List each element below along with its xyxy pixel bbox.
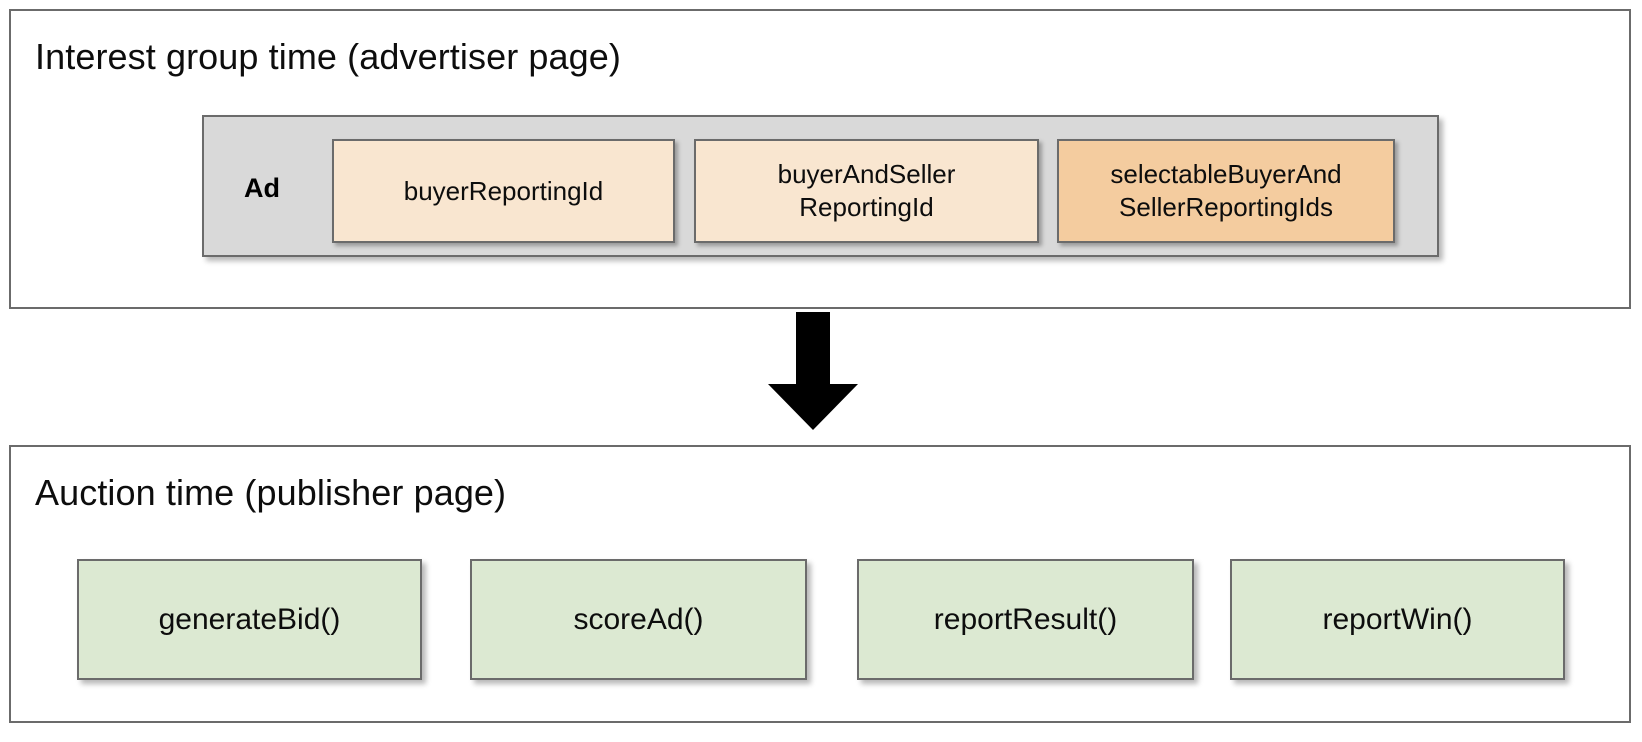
ad-group-container: Ad buyerReportingId buyerAndSeller Repor… xyxy=(202,115,1439,257)
chip-selectable-buyer-and-seller-reporting-ids[interactable]: selectableBuyerAnd SellerReportingIds xyxy=(1057,139,1395,243)
chip-line-2: SellerReportingIds xyxy=(1119,192,1333,222)
chip-buyer-reporting-id-label: buyerReportingId xyxy=(403,175,604,206)
ad-label: Ad xyxy=(244,173,280,203)
chip-buyer-and-seller-reporting-id[interactable]: buyerAndSeller ReportingId xyxy=(694,139,1039,243)
function-box-label: reportWin() xyxy=(1322,602,1473,636)
function-box-label: reportResult() xyxy=(933,602,1118,636)
arrow-down-icon xyxy=(768,312,858,430)
chip-line-1: selectableBuyerAnd xyxy=(1110,159,1342,189)
chip-buyer-and-seller-reporting-id-label: buyerAndSeller ReportingId xyxy=(778,158,956,224)
section-auction-time: Auction time (publisher page) generateBi… xyxy=(9,445,1631,723)
chip-buyer-reporting-id[interactable]: buyerReportingId xyxy=(332,139,675,243)
function-box-label: generateBid() xyxy=(158,602,341,636)
function-box-score-ad[interactable]: scoreAd() xyxy=(470,559,807,680)
function-box-report-win[interactable]: reportWin() xyxy=(1230,559,1565,680)
function-box-label: scoreAd() xyxy=(573,602,704,636)
section-title-auction-time: Auction time (publisher page) xyxy=(35,472,507,513)
chip-selectable-buyer-and-seller-reporting-ids-label: selectableBuyerAnd SellerReportingIds xyxy=(1110,158,1341,224)
section-interest-group-time: Interest group time (advertiser page) Ad… xyxy=(9,9,1631,309)
chip-line-2: ReportingId xyxy=(799,192,934,222)
function-box-report-result[interactable]: reportResult() xyxy=(857,559,1194,680)
chip-line-1: buyerAndSeller xyxy=(777,159,956,189)
section-title-interest-group-time: Interest group time (advertiser page) xyxy=(35,36,621,77)
function-box-generate-bid[interactable]: generateBid() xyxy=(77,559,422,680)
